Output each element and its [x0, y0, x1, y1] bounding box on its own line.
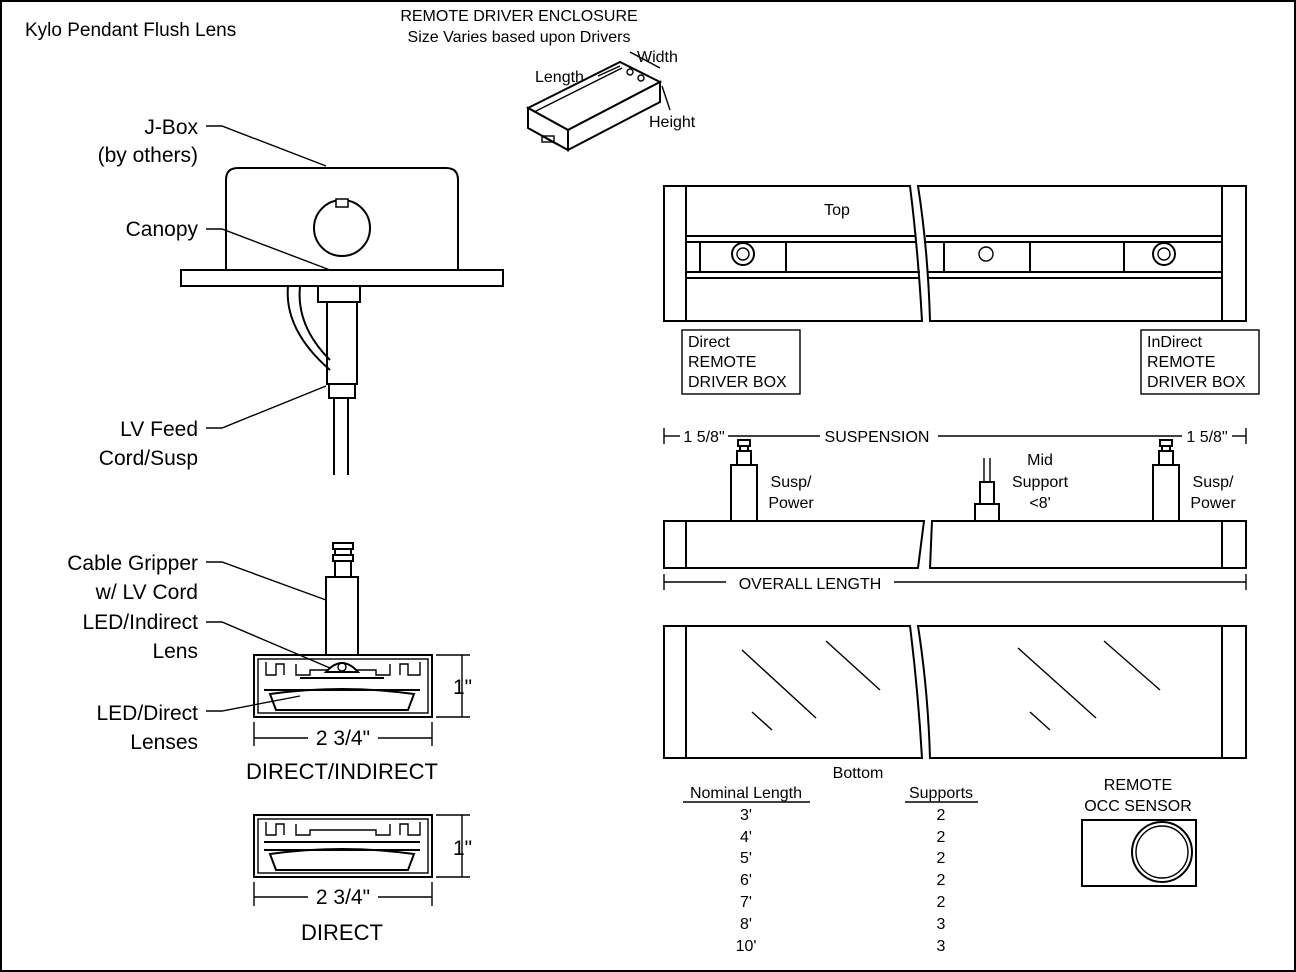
direct-driver-line2: REMOTE: [688, 354, 756, 371]
jbox-note: (by others): [98, 144, 198, 167]
table-cell: 3': [740, 807, 752, 824]
di-height-dim: 1": [453, 676, 472, 699]
bottom-view-label: Bottom: [833, 765, 884, 782]
indirect-driver-line2: REMOTE: [1147, 354, 1215, 371]
driver-enclosure: REMOTE DRIVER ENCLOSURE Size Varies base…: [400, 8, 696, 152]
enclosure-width-label: Width: [637, 49, 678, 66]
left-suspension: [730, 464, 758, 522]
jbox-knockout: [313, 199, 371, 257]
direct-section: 1" 2 3/4" DIRECT: [253, 814, 472, 945]
table-cell: 4': [740, 829, 752, 846]
side-view: 1 5/8" SUSPENSION 1 5/8" Susp/ Power Mid…: [663, 428, 1247, 593]
di-gripper: [325, 576, 359, 656]
susp-right-line2: Power: [1190, 495, 1236, 512]
gripper-note: w/ LV Cord: [95, 581, 198, 604]
table-cell: 2: [937, 850, 946, 867]
top-view: Top Direct REMOTE DRIVER BOX InDirect RE…: [663, 185, 1260, 395]
canopy-label: Canopy: [126, 218, 199, 241]
end-offset-right: 1 5/8": [1186, 429, 1227, 446]
mid-support: [974, 503, 1000, 522]
occupancy-sensor: REMOTE OCC SENSOR: [1081, 777, 1197, 887]
suspension-label: SUSPENSION: [825, 429, 930, 446]
bottom-view: Bottom: [663, 625, 1247, 782]
di-caption: DIRECT/INDIRECT: [246, 759, 438, 784]
table-header-supports: Supports: [909, 785, 973, 802]
d-caption: DIRECT: [301, 920, 383, 945]
table-cell: 7': [740, 894, 752, 911]
direct-lens-label: LED/Direct: [96, 702, 198, 725]
sensor-body: [1081, 819, 1197, 887]
sensor-label-line2: OCC SENSOR: [1084, 798, 1192, 815]
right-suspension: [1152, 464, 1180, 522]
table-cell: 2: [937, 894, 946, 911]
overall-length-label: OVERALL LENGTH: [739, 576, 882, 593]
di-width-dim: 2 3/4": [316, 727, 370, 750]
sensor-lens: [1131, 821, 1193, 883]
indirect-driver-box: [1140, 329, 1260, 395]
canopy-stem: [317, 285, 361, 303]
indirect-lens-note: Lens: [152, 640, 198, 663]
mid-line2: Support: [1012, 474, 1069, 491]
enclosure-height-label: Height: [649, 114, 696, 131]
indirect-lens-label: LED/Indirect: [82, 611, 198, 634]
enclosure-length-label: Length: [535, 69, 584, 86]
gripper-label: Cable Gripper: [67, 552, 198, 575]
indirect-driver-line1: InDirect: [1147, 334, 1203, 351]
mid-line3: <8': [1029, 495, 1050, 512]
enclosure-side-face: [567, 80, 661, 152]
d-height-dim: 1": [453, 837, 472, 860]
pendant-canopy-view: J-Box (by others) Canopy LV Feed Cord/Su…: [98, 116, 504, 475]
table-cell: 5': [740, 850, 752, 867]
direct-driver-box: [681, 329, 801, 395]
d-width-dim: 2 3/4": [316, 886, 370, 909]
jbox-label: J-Box: [144, 116, 198, 139]
direct-driver-line3: DRIVER BOX: [688, 374, 787, 391]
table-cell: 6': [740, 872, 752, 889]
table-cell: 8': [740, 916, 752, 933]
canopy-plate: [180, 269, 504, 287]
indirect-driver-line3: DRIVER BOX: [1147, 374, 1246, 391]
direct-indirect-section: 1" 2 3/4" DIRECT/INDIRECT Cable Gripper …: [67, 542, 472, 784]
jbox: [225, 167, 459, 270]
susp-left-line2: Power: [768, 495, 814, 512]
table-cell: 2: [937, 829, 946, 846]
top-view-label: Top: [824, 202, 850, 219]
sensor-label-line1: REMOTE: [1104, 777, 1172, 794]
enclosure-heading: REMOTE DRIVER ENCLOSURE: [400, 8, 637, 25]
mid-line1: Mid: [1027, 452, 1053, 469]
direct-lens-note: Lenses: [130, 731, 198, 754]
gripper-body: [326, 301, 358, 385]
table-cell: 3: [937, 938, 946, 955]
susp-left-line1: Susp/: [771, 474, 812, 491]
table-cell: 3: [937, 916, 946, 933]
susp-right-line1: Susp/: [1193, 474, 1234, 491]
table-cell: 10': [736, 938, 757, 955]
supports-table: Nominal Length Supports 3' 2 4' 2 5' 2 6…: [683, 785, 978, 955]
drawing-title: Kylo Pendant Flush Lens: [25, 20, 236, 41]
enclosure-subheading: Size Varies based upon Drivers: [408, 29, 631, 46]
end-offset-left: 1 5/8": [683, 429, 724, 446]
table-cell: 2: [937, 807, 946, 824]
table-header-length: Nominal Length: [690, 785, 802, 802]
table-cell: 2: [937, 872, 946, 889]
direct-driver-line1: Direct: [688, 334, 730, 351]
lv-feed-label: LV Feed: [120, 418, 198, 441]
lv-feed-note: Cord/Susp: [99, 447, 198, 470]
